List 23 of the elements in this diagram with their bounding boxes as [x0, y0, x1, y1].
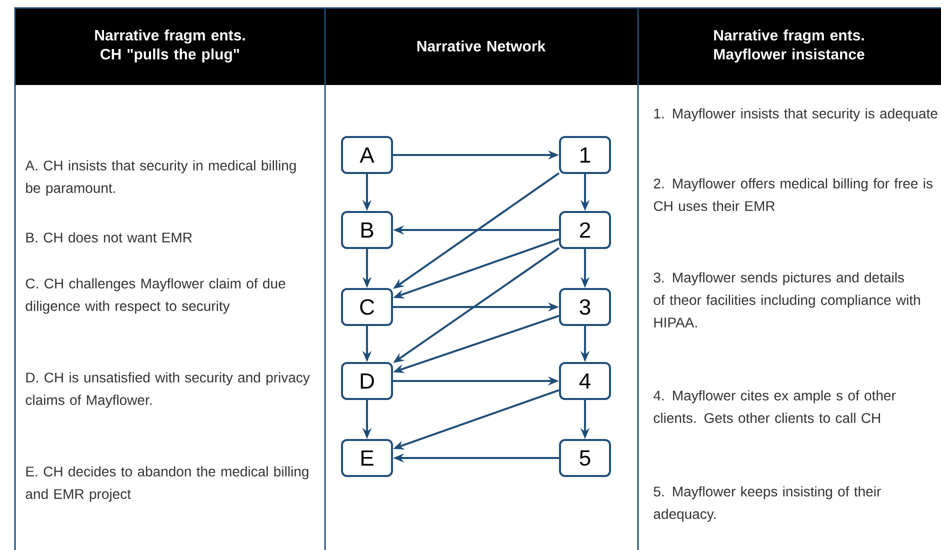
- header-text: Narrative fragm ents. CH "pulls the plug": [95, 29, 245, 63]
- network-box: D: [341, 362, 393, 400]
- network-box: A: [341, 136, 393, 174]
- fragment-text: 5. Mayflower keeps insisting of their adequacy.: [654, 486, 881, 522]
- network-box: 3: [559, 288, 611, 326]
- network-box: 4: [559, 362, 611, 400]
- fragment-text: D. CH is unsatisfied with security and privacy claims of Mayflower.: [26, 372, 310, 408]
- fragment-text: 2. Mayflower offers medical billing for free is CH uses their EMR: [654, 178, 932, 211]
- network-box: C: [341, 288, 393, 326]
- network-box: 5: [559, 439, 611, 477]
- header-text: Narrative Network: [417, 40, 546, 52]
- fragment-text: 4. Mayflower cites ex ample s of other clients. Gets other clients to call CH: [654, 390, 896, 423]
- fragment-text: E. CH decides to abandon the medical billing and EMR project: [26, 466, 308, 502]
- network-box: 2: [559, 211, 611, 249]
- network-box: E: [341, 439, 393, 477]
- fragment-text: A. CH insists that security in medical billing be paramount.: [25, 160, 296, 196]
- header-text: Narrative fragm ents. Mayflower insistance: [714, 30, 864, 62]
- network-box: B: [341, 211, 393, 249]
- network-box: 1: [559, 136, 611, 174]
- fragment-text: C. CH challenges Mayflower claim of due diligence with respect to security: [26, 278, 286, 314]
- fragment-text: B. CH does not want EMR: [26, 232, 192, 242]
- fragment-text: 1. Mayflower insists that security is adequate: [654, 108, 938, 122]
- fragment-text: 3. Mayflower sends pictures and details of theor facilities including compliance with HIPAA.: [654, 272, 920, 328]
